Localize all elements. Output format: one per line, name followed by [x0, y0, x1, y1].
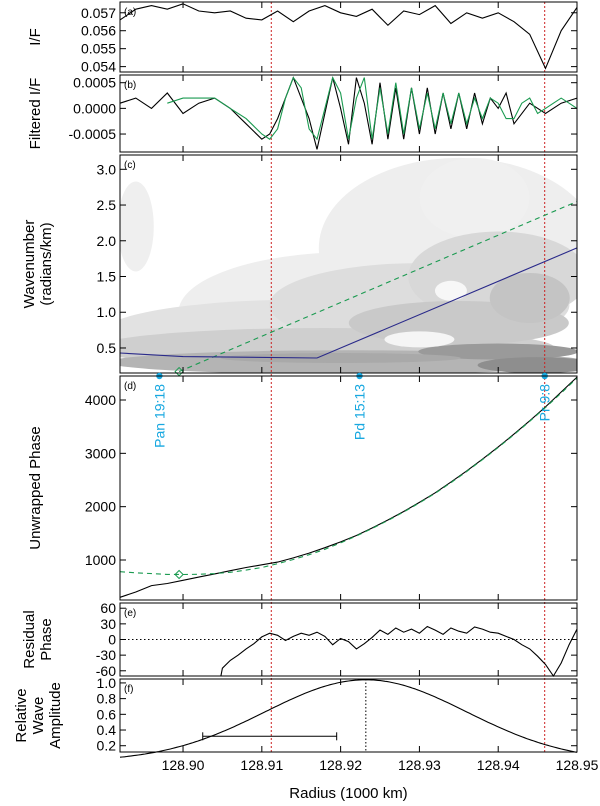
panel-b-ytick-label-1: 0.0000 — [73, 100, 116, 116]
panel-e-ylabel-0: Residual — [21, 610, 38, 668]
panel-f-ytick-label-0: 0.2 — [97, 738, 117, 754]
panel-d-letter: (d) — [124, 381, 136, 392]
x-axis-title: Radius (1000 km) — [289, 785, 407, 802]
panel-c-ytick-label-1: 1.0 — [97, 304, 117, 320]
panel-b-ytick-label-2: 0.0005 — [73, 75, 116, 91]
heatmap-contour-11 — [418, 343, 577, 360]
panel-a-ytick-label-3: 0.057 — [81, 5, 116, 21]
heatmap-contour-9 — [489, 272, 570, 323]
panel-c-letter: (c) — [124, 160, 136, 171]
heatmap-contour-14 — [384, 331, 455, 348]
panel-e-ylabel-1: Phase — [38, 618, 55, 661]
panel-a-letter: (a) — [124, 7, 136, 18]
panel-a-ytick-label-1: 0.055 — [81, 41, 116, 57]
resonance-label-2: Pr 9:8 — [537, 384, 553, 422]
heatmap-contour-2 — [419, 157, 530, 238]
panel-e-ytick-label-4: 60 — [100, 600, 116, 616]
panel-d-ylabel-0: Unwrapped Phase — [27, 426, 44, 549]
panel-d-ytick-label-3: 4000 — [85, 392, 116, 408]
panel-e-ytick-label-0: -60 — [96, 663, 116, 679]
panel-a-frame — [119, 1, 578, 73]
panel-c-ylabel-1: (radians/km) — [38, 222, 55, 305]
panel-e-letter: (e) — [124, 608, 136, 619]
panel-d-ytick-label-0: 1000 — [85, 552, 116, 568]
xtick-label-1: 128.91 — [240, 757, 283, 773]
panel-c-ytick-label-3: 2.0 — [97, 233, 117, 249]
panel-d-marker — [174, 569, 184, 580]
panel-e-ytick-label-3: 30 — [100, 616, 116, 632]
panel-f-letter: (f) — [124, 684, 133, 695]
panel-f-ylabel-0: Relative — [13, 688, 30, 742]
panel-b-series-1 — [167, 76, 578, 141]
heatmap-contour-13 — [477, 357, 577, 373]
panel-c-ylabel-0: Wavenumber — [21, 220, 38, 309]
panel-d-ytick-label-2: 3000 — [85, 445, 116, 461]
panel-e-ytick-label-1: -30 — [96, 647, 116, 663]
xtick-label-5: 128.95 — [556, 757, 599, 773]
heatmap-contour-3 — [120, 181, 154, 272]
resonance-label-0: Pan 19:18 — [151, 384, 167, 448]
panel-f-ylabel-2: Amplitude — [47, 682, 64, 749]
xtick-label-3: 128.93 — [398, 757, 441, 773]
panel-c-ytick-label-2: 1.5 — [97, 269, 117, 285]
panel-c-ytick-label-4: 2.5 — [97, 197, 117, 213]
panel-c-ytick-label-5: 3.0 — [97, 161, 117, 177]
panel-c-series-1 — [119, 247, 578, 359]
panel-d-ytick-label-1: 2000 — [85, 499, 116, 515]
panel-f-ytick-label-1: 0.4 — [97, 722, 117, 738]
xtick-label-2: 128.92 — [319, 757, 362, 773]
panel-f-series-0 — [119, 679, 578, 758]
wavelet-power-heatmap — [120, 155, 577, 373]
panel-b-letter: (b) — [124, 80, 136, 91]
panel-f-ytick-label-3: 0.8 — [97, 691, 117, 707]
panel-f-ylabel-1: Wave — [30, 697, 47, 735]
panel-a-series-0 — [119, 3, 578, 70]
panel-c-series-0 — [178, 200, 578, 373]
panel-f-ytick-label-2: 0.6 — [97, 706, 117, 722]
panel-a-ytick-label-2: 0.056 — [81, 23, 116, 39]
panel-e-ytick-label-2: 0 — [108, 632, 116, 648]
heatmap-contour-15 — [434, 280, 467, 301]
panel-b-ylabel-0: Filtered I/F — [27, 78, 44, 150]
xtick-label-4: 128.94 — [477, 757, 520, 773]
panel-d-series-1 — [119, 377, 578, 576]
xtick-label-0: 128.90 — [162, 757, 205, 773]
panel-b-frame — [119, 74, 578, 153]
panel-f-frame — [119, 678, 578, 753]
heatmap-contour-12 — [220, 352, 461, 363]
panel-e-series-0 — [220, 625, 578, 678]
panel-a-ytick-label-0: 0.054 — [81, 59, 116, 75]
panel-a-ylabel-0: I/F — [27, 28, 44, 46]
panel-c-ytick-label-0: 0.5 — [97, 340, 117, 356]
resonance-label-1: Pd 15:13 — [352, 384, 368, 440]
panel-d-frame — [119, 375, 578, 601]
panel-d-series-0 — [119, 376, 578, 598]
panel-c-frame — [119, 154, 578, 374]
panel-f-ytick-label-4: 1.0 — [97, 675, 117, 691]
panel-b-ytick-label-0: -0.0005 — [69, 126, 117, 142]
